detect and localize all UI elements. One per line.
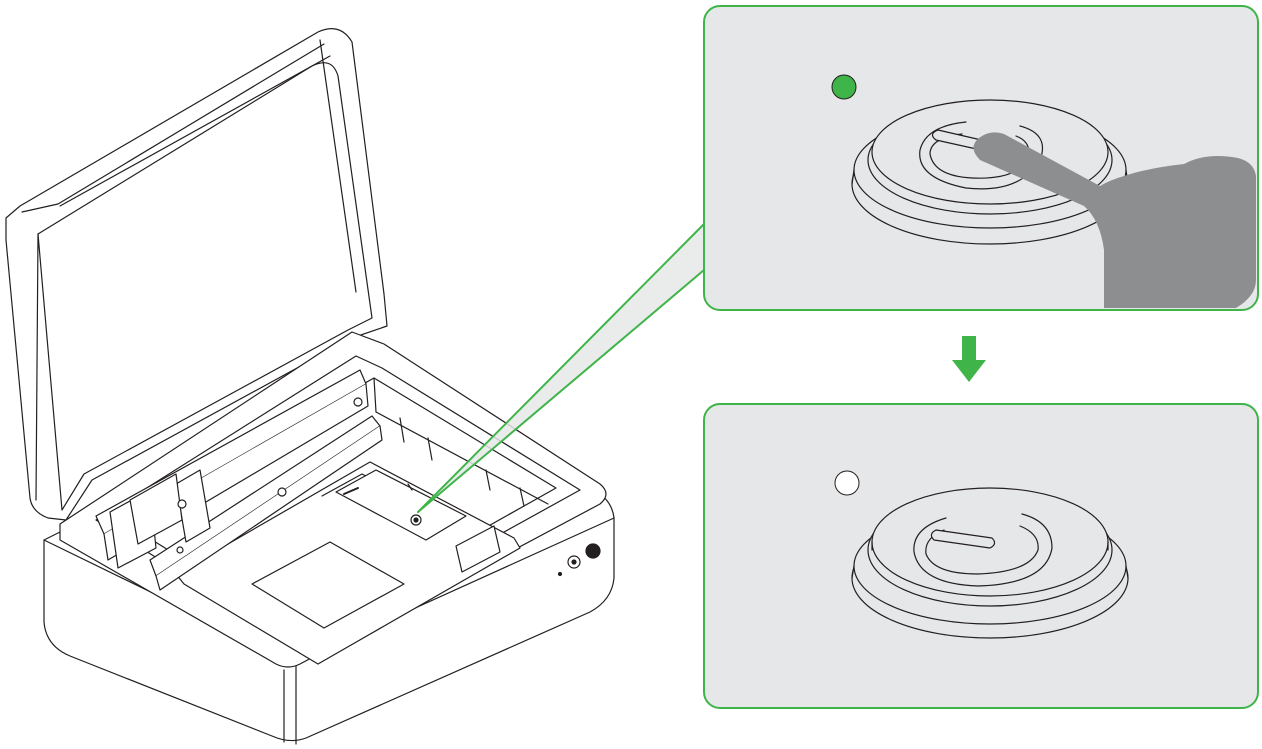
power-button-released [851, 487, 1129, 639]
laser-head-target [343, 483, 422, 526]
machine-lid [5, 28, 388, 521]
panel-before-press [703, 5, 1259, 311]
machine-base [43, 331, 615, 745]
power-symbol-icon [913, 513, 1053, 587]
led-indicator-on [831, 74, 857, 100]
power-button-pressed [851, 99, 1129, 245]
led-indicator-off [834, 470, 860, 496]
panel-after-press [703, 403, 1259, 709]
laser-engraver-machine [5, 28, 615, 745]
arrow-down-icon [952, 336, 986, 382]
zoom-callout [417, 223, 705, 513]
finger-pressing [973, 132, 1256, 308]
machine-front-controls [557, 543, 601, 577]
machine-gantry [95, 369, 525, 591]
